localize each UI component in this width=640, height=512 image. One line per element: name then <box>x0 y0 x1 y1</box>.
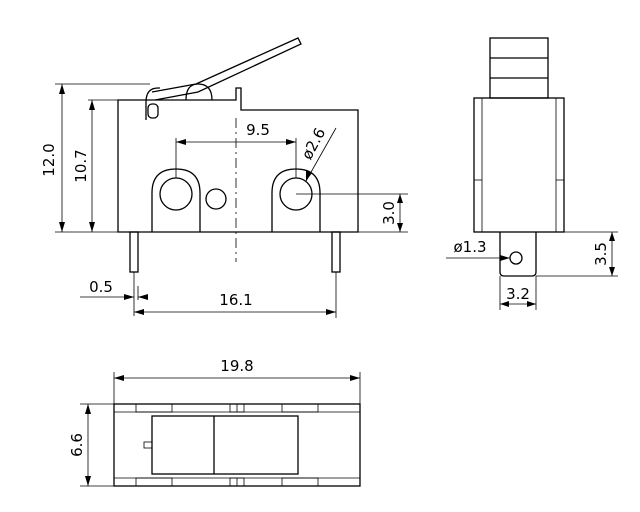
top-slot-right-upper <box>281 403 319 413</box>
top-slot-left-upper <box>135 403 173 413</box>
top-slot-right-lower <box>281 477 319 487</box>
center-hole <box>205 188 227 210</box>
dim-hole-spacing-9-5: 9.5 <box>246 121 270 139</box>
dim-side-width-3-2: 3.2 <box>506 285 530 303</box>
top-clip <box>143 441 153 449</box>
top-plunger <box>151 415 299 475</box>
plunger <box>185 83 213 101</box>
side-view: ø1.3 3.5 3.2 <box>446 37 618 310</box>
actuator-lever <box>151 37 302 101</box>
dim-terminal-span-16-1: 16.1 <box>219 291 252 309</box>
dim-height-10-7: 10.7 <box>72 149 90 182</box>
side-actuator <box>489 37 549 99</box>
dim-terminal-0-5: 0.5 <box>89 278 113 296</box>
dim-width-6-6: 6.6 <box>68 433 86 457</box>
dim-height-12-0: 12.0 <box>40 143 58 176</box>
dim-side-height-3-5: 3.5 <box>592 242 610 266</box>
dim-hole-offset-3-0: 3.0 <box>380 201 398 225</box>
terminal-right <box>331 231 341 273</box>
mounting-hole-left <box>159 177 193 211</box>
side-terminal <box>499 232 537 277</box>
dim-side-hole-1-3: ø1.3 <box>453 238 486 256</box>
dim-hole-diameter-2-6: ø2.6 <box>298 125 329 163</box>
dim-length-19-8: 19.8 <box>220 357 253 375</box>
terminal-left <box>129 231 139 273</box>
top-slot-left-lower <box>135 477 173 487</box>
switch-body <box>117 87 359 233</box>
top-view: 19.8 6.6 <box>68 357 361 487</box>
side-body <box>473 97 565 233</box>
terminal-hole <box>509 251 523 265</box>
lever-hook <box>145 87 160 120</box>
front-view: 12.0 10.7 9.5 ø2.6 3.0 0.5 <box>40 37 408 318</box>
lever-pivot <box>147 103 159 119</box>
